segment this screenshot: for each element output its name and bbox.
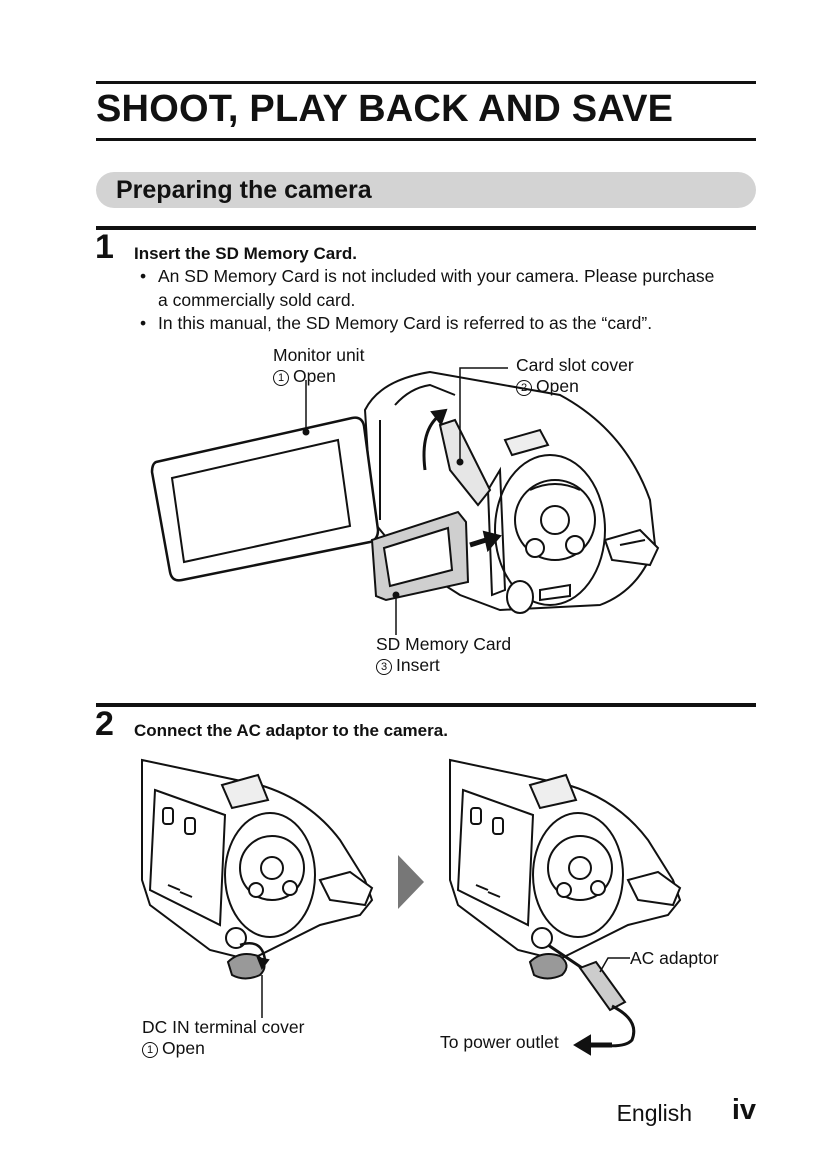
step1-bullet-1: • An SD Memory Card is not included with… <box>140 264 718 312</box>
step2-heading: Connect the AC adaptor to the camera. <box>134 721 448 740</box>
step1-bullet-2: • In this manual, the SD Memory Card is … <box>140 311 758 335</box>
step1-rule <box>96 226 756 230</box>
top-rule <box>96 81 756 84</box>
step1-heading: Insert the SD Memory Card. <box>134 244 357 263</box>
bullet-dot: • <box>140 313 147 333</box>
label-power-outlet: To power outlet <box>440 1032 559 1052</box>
section-title: Preparing the camera <box>116 176 372 204</box>
step2-number: 2 <box>95 705 114 743</box>
step-circle-number: 1 <box>142 1042 158 1058</box>
action-text: Open <box>536 376 579 396</box>
bullet-text: An SD Memory Card is not included with y… <box>158 266 715 310</box>
page-title: SHOOT, PLAY BACK AND SAVE <box>96 88 674 130</box>
monitor-unit-text: Monitor unit <box>273 345 365 365</box>
step-circle-number: 1 <box>273 370 289 386</box>
step-circle-number: 2 <box>516 380 532 396</box>
bullet-text: In this manual, the SD Memory Card is re… <box>158 313 653 333</box>
section-bar <box>96 172 756 208</box>
footer-language: English <box>616 1100 692 1126</box>
title-underline <box>96 138 756 141</box>
dc-in-cover-text: DC IN terminal cover <box>142 1017 305 1037</box>
bullet-dot: • <box>140 266 147 286</box>
sd-card-text: SD Memory Card <box>376 634 512 654</box>
card-slot-cover-text: Card slot cover <box>516 355 634 375</box>
label-ac-adaptor: AC adaptor <box>630 948 719 968</box>
step-circle-number: 3 <box>376 659 392 675</box>
action-text: Open <box>162 1038 205 1058</box>
action-text: Open <box>293 366 336 386</box>
action-text: Insert <box>396 655 440 675</box>
step1-number: 1 <box>95 228 114 266</box>
page-number: iv <box>731 1094 756 1126</box>
step2-rule <box>96 703 756 707</box>
